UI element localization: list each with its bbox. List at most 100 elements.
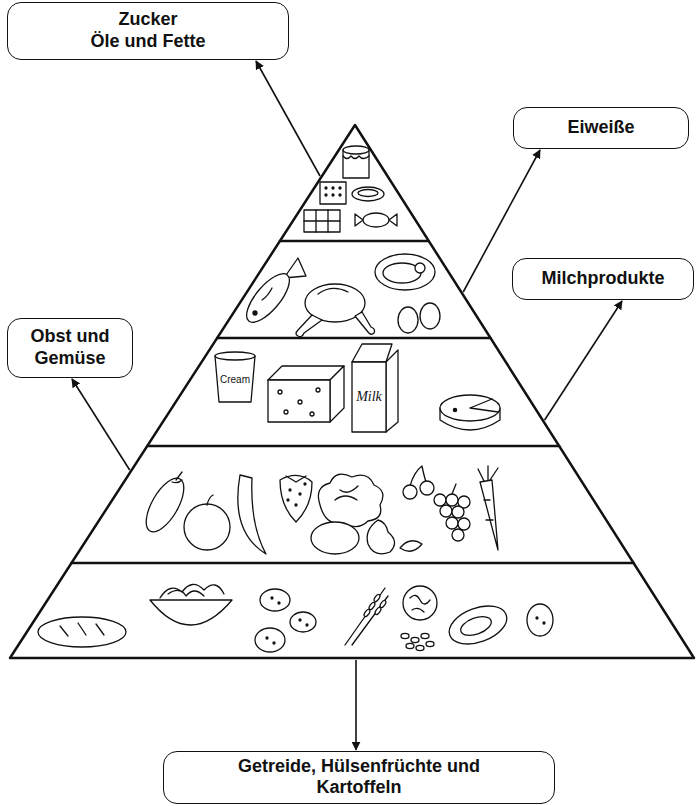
potato: [290, 612, 316, 632]
cookie: [352, 187, 384, 201]
grapes: [446, 517, 458, 529]
box-label: Zucker: [118, 9, 177, 31]
grapes: [440, 505, 452, 517]
grapes: [446, 494, 458, 506]
lettuce: [335, 486, 358, 500]
pyramid-band-line: [217, 337, 490, 340]
apple: [207, 495, 213, 505]
pasta-bowl: [150, 600, 232, 625]
potato: [306, 624, 308, 626]
strawberry: [299, 493, 301, 495]
potato: [543, 622, 545, 624]
cheese-block: [316, 388, 320, 392]
box-label: Öle und Fette: [90, 31, 205, 53]
cracker: [332, 194, 334, 196]
cookie: [358, 190, 378, 197]
wheat: [373, 594, 381, 603]
beans: [416, 645, 424, 650]
cracker: [339, 194, 341, 196]
grapes: [452, 529, 464, 541]
cheese-block: [284, 410, 288, 414]
cheese-block: [330, 366, 344, 422]
pyramid-band-line: [147, 445, 559, 448]
grapes: [452, 484, 456, 494]
leader-arrow: [256, 61, 320, 176]
potato: [271, 597, 273, 599]
milk-carton: [352, 344, 392, 362]
cracker: [325, 187, 327, 189]
ham: [444, 599, 512, 651]
cracker: [332, 187, 334, 189]
wheat: [345, 588, 388, 645]
carrot: [484, 500, 493, 520]
milk-carton: [386, 350, 398, 432]
potato: [527, 604, 553, 636]
wheat: [374, 607, 382, 616]
cake: [343, 146, 369, 154]
potato: [273, 642, 275, 644]
chocolate-bar: [304, 210, 340, 232]
cheese-wheel: [470, 399, 498, 412]
cheese-wheel: [440, 395, 500, 421]
egg: [398, 307, 418, 333]
walnut: [410, 595, 430, 612]
melon: [311, 522, 359, 554]
wheat: [363, 609, 371, 618]
leaf: [400, 541, 422, 551]
label-box: Eiweiße: [513, 107, 689, 149]
steak: [415, 263, 425, 273]
potato: [255, 628, 285, 652]
carrot: [480, 480, 498, 550]
ham: [458, 613, 494, 639]
package-label: Milk: [356, 389, 382, 405]
cheese-wheel: [453, 408, 456, 411]
beans: [421, 633, 429, 638]
fish: [240, 267, 297, 328]
cheese-block: [310, 412, 314, 416]
carrot: [478, 466, 498, 481]
potato: [260, 589, 290, 611]
strawberry: [304, 483, 306, 485]
grapes: [458, 518, 470, 530]
label-box: Milchprodukte: [512, 258, 694, 300]
grapes: [452, 506, 464, 518]
leader-arrow: [355, 660, 357, 750]
bread: [38, 617, 126, 647]
potato: [266, 637, 268, 639]
pear: [367, 520, 394, 554]
leader-arrow: [545, 301, 622, 420]
candy: [355, 214, 397, 226]
cheese-block: [298, 400, 302, 404]
beans: [406, 643, 414, 648]
cracker: [325, 194, 327, 196]
cream-cup: [215, 356, 255, 402]
strawberry: [295, 504, 297, 506]
walnut: [403, 586, 437, 620]
leader-arrow: [72, 379, 130, 470]
chicken: [355, 312, 375, 334]
egg: [420, 303, 440, 329]
potato: [278, 602, 280, 604]
bread: [60, 623, 104, 636]
strawberry: [286, 476, 306, 482]
cheese-block: [278, 390, 282, 394]
cracker: [320, 182, 346, 204]
package-label: Cream: [220, 374, 250, 385]
box-label: Eiweiße: [567, 117, 634, 139]
potato: [536, 617, 538, 619]
leader-arrows: [72, 61, 622, 750]
cream-cup: [215, 352, 255, 360]
apple: [184, 504, 230, 550]
steak: [375, 254, 435, 290]
illustration: [10, 125, 694, 658]
milk-carton: [352, 362, 386, 432]
cherries: [420, 481, 434, 495]
pasta-bowl: [160, 584, 224, 598]
box-label: Getreide, Hülsenfrüchte und Kartoffeln: [209, 756, 509, 799]
strawberry: [289, 489, 291, 491]
beans: [426, 641, 434, 646]
box-label: Obst und Gemüse: [18, 326, 122, 369]
strawberry: [280, 475, 312, 522]
chicken: [318, 288, 348, 294]
banana: [238, 475, 266, 554]
